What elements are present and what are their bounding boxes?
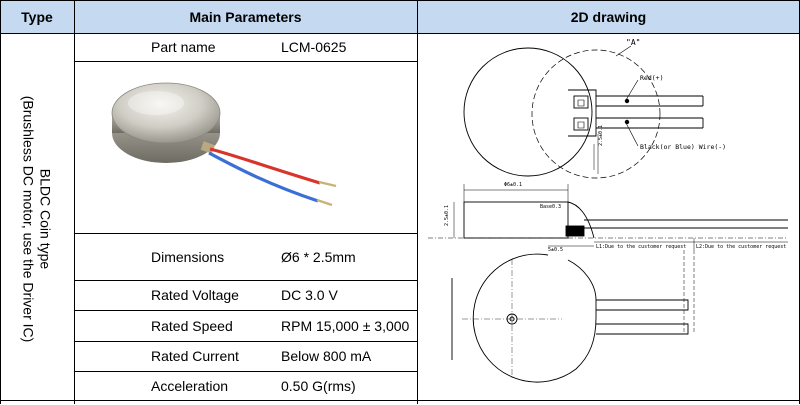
row-value: 0.50 G(rms) — [281, 377, 356, 394]
grid-line — [74, 371, 417, 372]
row-dimensions: Dimensions Ø6 * 2.5mm — [74, 233, 417, 280]
terminal-block — [568, 89, 597, 137]
grid-line — [74, 61, 417, 62]
black-leader — [625, 122, 639, 147]
detail-leader — [615, 45, 632, 57]
row-label: Rated Current — [151, 348, 239, 364]
grid-line — [74, 341, 417, 342]
row-value: DC 3.0 V — [281, 287, 338, 303]
type-line-2: (Brushless DC motor, use the Driver IC) — [20, 95, 37, 342]
row-label: Acceleration — [151, 377, 229, 394]
grid-line — [74, 233, 417, 234]
dia-dim-text: Φ6±0.1 — [504, 182, 522, 188]
motor-highlight — [128, 91, 184, 115]
motor-cap — [111, 82, 221, 144]
detail-circle-a — [531, 49, 661, 179]
pad-marks — [577, 99, 585, 129]
row-value: Ø6 * 2.5mm — [281, 248, 356, 265]
red-wire-label: Red(+) — [640, 74, 663, 82]
motor-photo-svg — [111, 82, 337, 207]
red-terminal-dot — [624, 98, 630, 104]
header-main-parameters-label: Main Parameters — [189, 8, 302, 25]
blue-wire-tip — [316, 198, 333, 207]
black-wire-label: Black(or Blue) Wire(-) — [640, 143, 726, 151]
header-drawing: 2D drawing — [417, 0, 800, 33]
row-acceleration: Acceleration 0.50 G(rms) — [74, 371, 417, 400]
detail-label: "A" — [626, 38, 640, 47]
side-view-pad — [565, 225, 585, 237]
red-wire-tip — [318, 180, 337, 188]
pad-lower — [573, 117, 589, 131]
pad-upper — [573, 95, 589, 109]
side-dim-text: 2.5±0.1 — [444, 205, 450, 226]
red-wire — [209, 147, 321, 185]
header-main-parameters: Main Parameters — [74, 0, 417, 33]
row-rated-speed: Rated Speed RPM 15,000 ± 3,000 — [74, 310, 417, 341]
l2-note: L2:Due to the customer request — [696, 244, 786, 250]
bottom-view-body — [472, 253, 597, 383]
gap-dim-text: 5±0.5 — [548, 247, 563, 253]
pad-label: Base0.3 — [540, 204, 561, 210]
blue-wire — [208, 151, 319, 203]
grid-line — [74, 310, 417, 311]
row-label: Part name — [151, 39, 216, 55]
grid-line — [417, 0, 418, 404]
grid-line — [0, 400, 800, 401]
row-value: LCM-0625 — [281, 39, 347, 55]
row-rated-current: Rated Current Below 800 mA — [74, 341, 417, 371]
red-leader — [625, 79, 639, 101]
technical-drawing-svg: "A" Red(+) Black(or Blue) Wire(-) — [428, 38, 788, 383]
bottom-view-wires — [596, 299, 689, 335]
header-type-label: Type — [21, 8, 53, 25]
grid-line — [0, 0, 800, 1]
row-part-name: Part name LCM-0625 — [74, 33, 417, 61]
header-drawing-label: 2D drawing — [570, 8, 647, 25]
grid-line — [0, 33, 800, 34]
grid-line — [74, 280, 417, 281]
type-line-1: BLDC Coin type — [37, 168, 54, 269]
row-label: Dimensions — [151, 248, 225, 265]
height-dim-text: 2.5±0.1 — [598, 125, 604, 146]
header-type: Type — [0, 0, 74, 33]
row-value: RPM 15,000 ± 3,000 — [281, 317, 410, 334]
l1-note: L1:Due to the customer request — [596, 244, 686, 250]
grid-line — [74, 0, 75, 404]
side-view-cap — [567, 201, 595, 239]
row-label: Rated Voltage — [151, 287, 239, 303]
top-view-body — [463, 47, 593, 177]
row-rated-voltage: Rated Voltage DC 3.0 V — [74, 280, 417, 310]
grid-line — [0, 0, 1, 404]
type-cell: BLDC Coin type (Brushless DC motor, use … — [0, 33, 73, 404]
row-value: Below 800 mA — [281, 348, 372, 364]
black-terminal-dot — [624, 119, 630, 125]
technical-drawing: "A" Red(+) Black(or Blue) Wire(-) — [418, 34, 800, 400]
row-label: Rated Speed — [151, 317, 233, 334]
motor-photo — [74, 61, 417, 233]
